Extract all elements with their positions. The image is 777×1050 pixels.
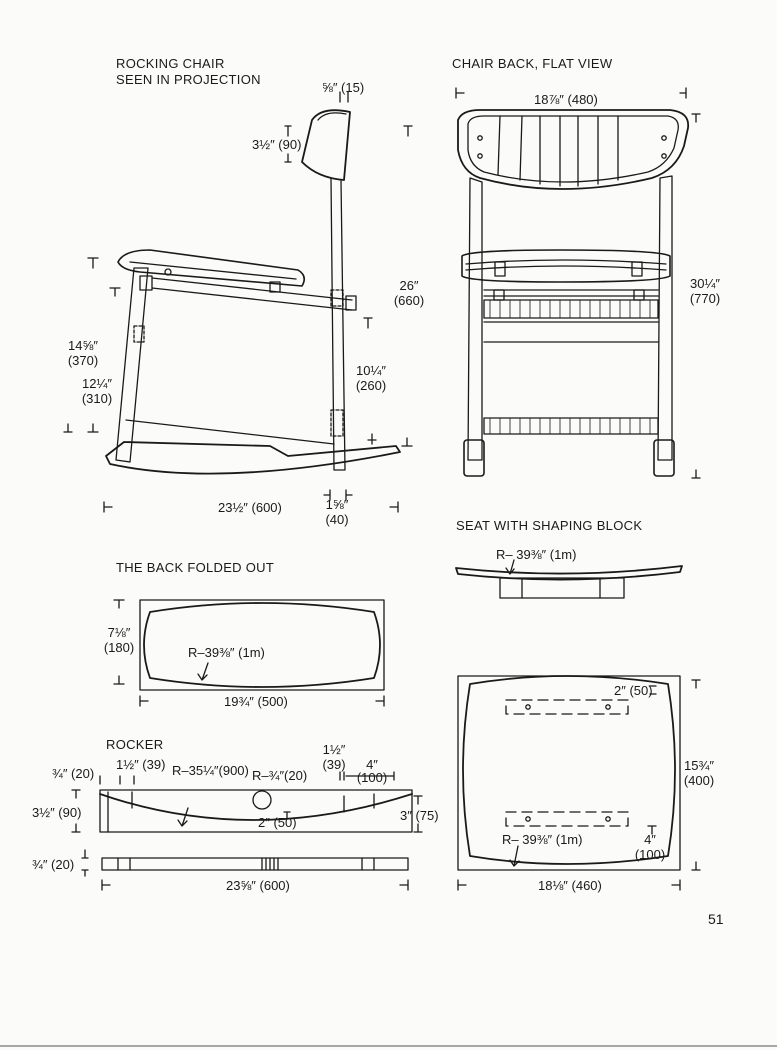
dim-total-in: 26″ [399,278,419,293]
dim-rocker-right-height: 3″ (75) [400,808,439,823]
dim-front-leg-in: 12¼″ [82,376,112,391]
dim-top-thickness: ⅝″ (15) [322,80,365,95]
dim-plan-thickness: ¾″ (20) [32,857,75,872]
folded-title: THE BACK FOLDED OUT [116,560,275,575]
chair-projection-drawing [64,92,412,512]
seat-radius-top: R– 39⅜″ (1m) [496,547,577,562]
dim-rocker-c-in: 4″ [366,757,378,772]
dim-rocker-a: 1½″ (39) [116,757,166,772]
rocker-radius-small: R–¾″(20) [252,768,308,783]
dim-chair-length: 23½″ (600) [218,500,282,515]
dim-rear-mm: (260) [355,378,387,393]
dim-back-height-mm: (770) [689,291,721,306]
dim-back-width: 18⅞″ (480) [534,92,598,107]
seat-title: SEAT WITH SHAPING BLOCK [456,518,643,533]
dim-rocker-length: 23⅝″ (600) [226,878,290,893]
projection-title-line1: ROCKING CHAIR [116,56,225,71]
seat-radius-bottom: R– 39⅜″ (1m) [502,832,583,847]
dim-post-mm: (40) [325,512,349,527]
dim-seat-width: 18⅛″ (460) [538,878,602,893]
chair-back-flat-drawing [456,88,700,478]
dim-seat-corner-mm: (100) [634,847,666,862]
rocker-title: ROCKER [106,737,164,752]
dim-seat-block: 2″ (50) [614,683,653,698]
dim-folded-width: 19¾″ (500) [224,694,288,709]
dim-seat-depth-mm: (400) [683,773,715,788]
dim-back-height-in: 30¼″ [690,276,720,291]
dim-end-thickness: ¾″ (20) [52,766,95,781]
dim-arm-mm: (370) [67,353,99,368]
folded-radius: R–39⅜″ (1m) [188,645,265,660]
dim-rocker-c-mm: (100) [356,770,388,785]
page-number: 51 [708,911,724,927]
folded-back-drawing [114,600,384,706]
dim-post-in: 1⅝″ [325,497,349,512]
flat-view-title: CHAIR BACK, FLAT VIEW [452,56,613,71]
dim-front-leg-mm: (310) [81,391,113,406]
dim-rocker-b-mm: (39) [322,757,346,772]
rocker-drawing [72,772,422,890]
projection-title-line2: SEEN IN PROJECTION [116,72,261,87]
dim-rocker-height: 3½″ (90) [32,805,82,820]
dim-total-mm: (660) [393,293,425,308]
dim-folded-height-mm: (180) [103,640,135,655]
dim-rear-in: 10¼″ [356,363,386,378]
dim-arm-in: 14⅝″ [68,338,98,353]
dim-seat-corner-in: 4″ [644,832,656,847]
seat-shaping-drawing [456,560,700,890]
rocker-radius-large: R–35¼″(900) [172,763,249,778]
dim-back-height: 3½″ (90) [252,137,302,152]
dim-seat-depth-in: 15¾″ [684,758,714,773]
dim-rocker-b-in: 1½″ [322,742,346,757]
dim-folded-height-in: 7⅛″ [107,625,131,640]
dim-rocker-notch: 2″ (50) [258,815,297,830]
